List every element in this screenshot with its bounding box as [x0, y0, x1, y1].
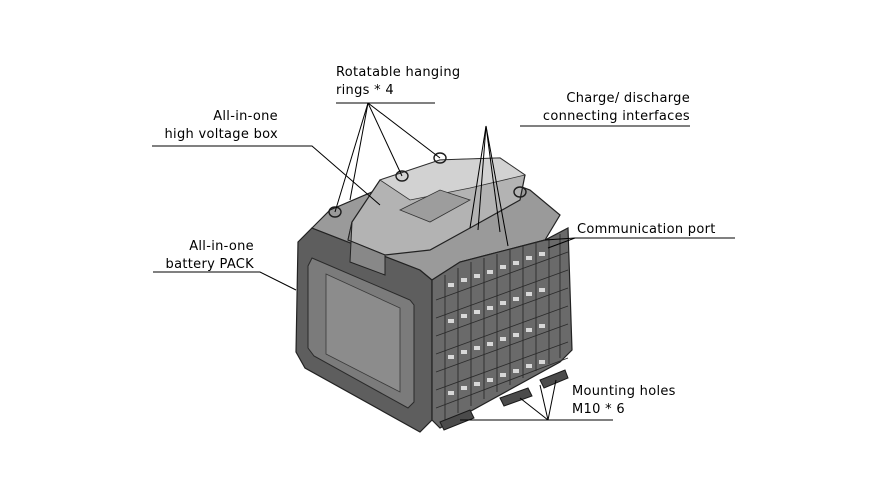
mounting-feet — [439, 369, 569, 431]
callout-comm-line1: Communication port — [577, 222, 716, 237]
callout-rings-line1: Rotatable hanging — [336, 65, 461, 80]
callout-charge-line1: Charge/ discharge — [566, 91, 690, 106]
callout-rings-line2: rings * 4 — [336, 83, 394, 98]
callout-hv-line1: All-in-one — [213, 109, 278, 124]
callout-battery-pack: All-in-one battery PACK — [150, 238, 254, 274]
callout-mount-line1: Mounting holes — [572, 384, 676, 399]
callout-mounting-holes: Mounting holes M10 * 6 — [572, 383, 676, 419]
callout-charge-line2: connecting interfaces — [542, 109, 690, 124]
callout-mount-line2: M10 * 6 — [572, 402, 625, 417]
callout-pack-line2: battery PACK — [165, 257, 254, 272]
callout-rotatable-hanging-rings: Rotatable hanging rings * 4 — [336, 64, 460, 100]
leader-lines — [152, 102, 735, 421]
callout-pack-line1: All-in-one — [189, 239, 254, 254]
callout-charge-discharge-interfaces: Charge/ discharge connecting interfaces — [518, 90, 690, 126]
hanging-rings — [328, 152, 527, 218]
battery-pack-body — [295, 152, 573, 433]
callout-high-voltage-box: All-in-one high voltage box — [150, 108, 278, 144]
callout-communication-port: Communication port — [577, 221, 716, 239]
high-voltage-box — [347, 157, 526, 276]
cell-grid — [435, 234, 569, 420]
cell-highlights — [448, 252, 545, 395]
callout-hv-line2: high voltage box — [164, 127, 278, 142]
